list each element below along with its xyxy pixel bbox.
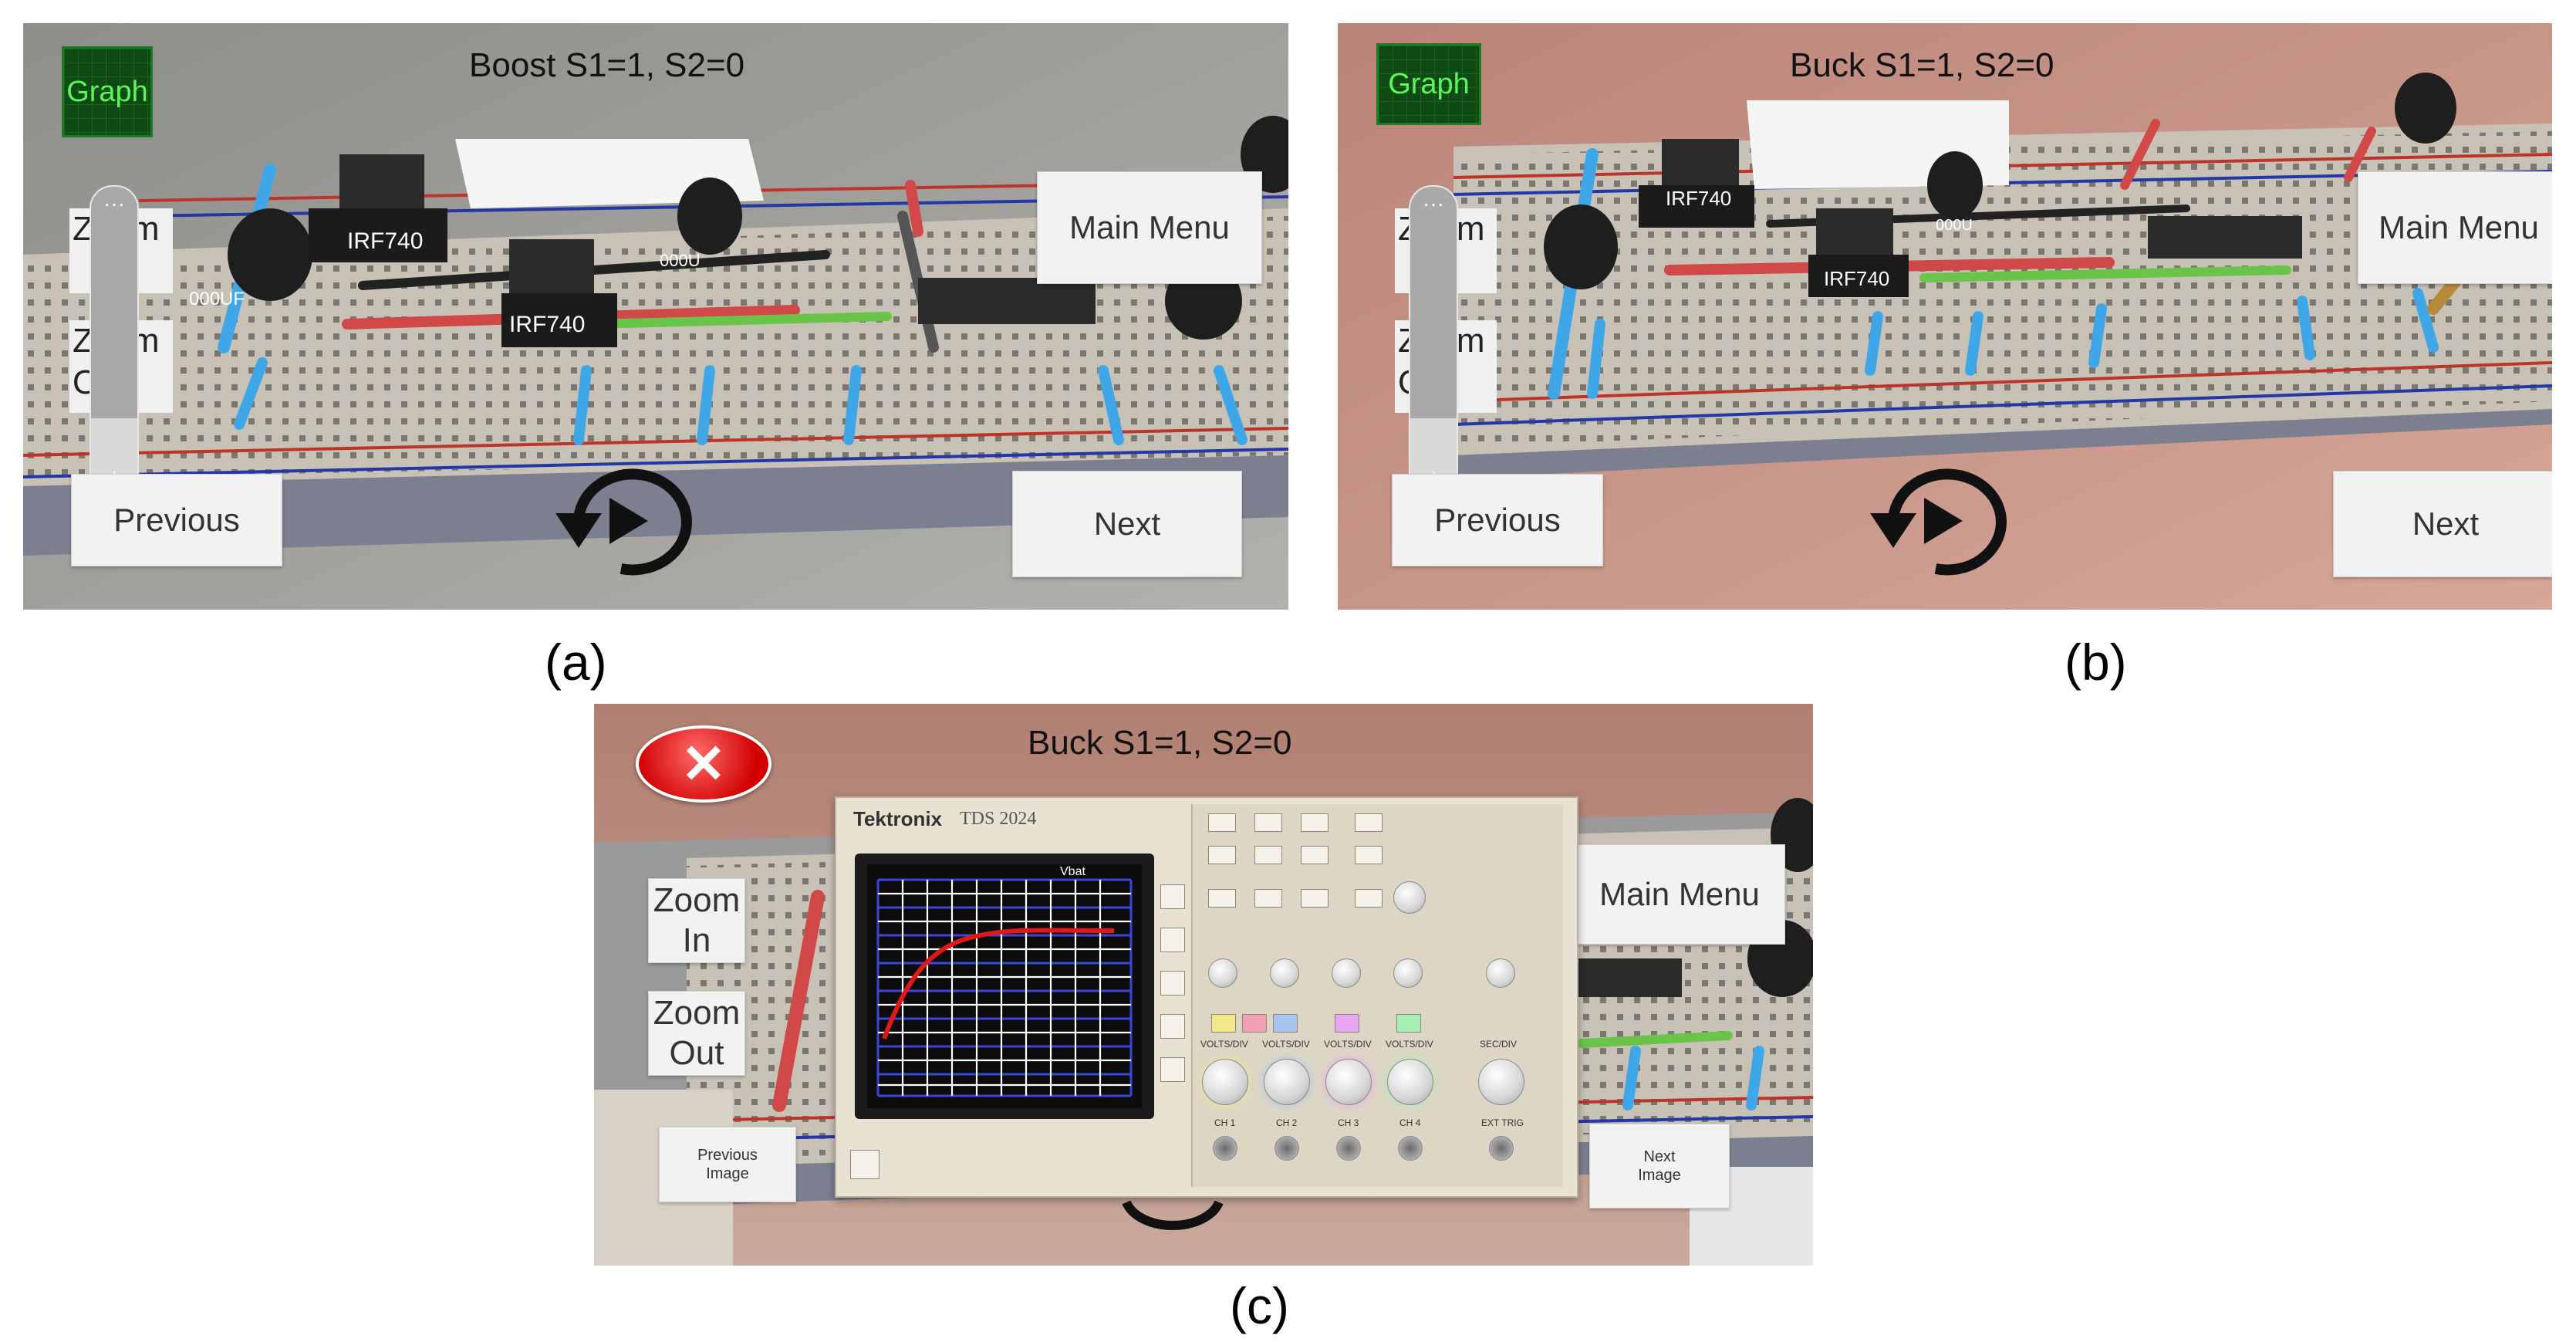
screen-side-button[interactable] (1160, 971, 1185, 996)
scope-screen: Vbat (867, 864, 1142, 1108)
slider-handle-icon[interactable]: ··· (103, 191, 125, 215)
menu-button[interactable] (1254, 889, 1282, 908)
channel-label: CH 2 (1276, 1117, 1298, 1128)
channel-label: CH 3 (1338, 1117, 1359, 1128)
menu-button[interactable] (1208, 846, 1236, 864)
component-label: IRF740 (1666, 187, 1731, 210)
channel-label: EXT TRIG (1481, 1117, 1524, 1128)
bnc-connector[interactable] (1398, 1136, 1423, 1161)
oscilloscope: Tektronix TDS 2024 (835, 796, 1578, 1198)
component-label: IRF740 (347, 228, 423, 254)
menu-button[interactable] (1208, 813, 1236, 832)
knob-label: SEC/DIV (1480, 1039, 1518, 1050)
screen-side-button[interactable] (1160, 928, 1185, 952)
zoom-out-button[interactable]: Zoom Out (648, 991, 745, 1076)
screen-side-button[interactable] (1160, 884, 1185, 909)
component-label: IRF740 (509, 312, 585, 337)
menu-button[interactable] (1254, 846, 1282, 864)
component-label: 000UF (189, 289, 245, 309)
trace-label: Vbat (1060, 865, 1085, 878)
volts-div-knob[interactable] (1202, 1059, 1248, 1105)
position-knob[interactable] (1393, 958, 1423, 988)
scope-control-panel: VOLTS/DIV VOLTS/DIV VOLTS/DIV VOLTS/DIV … (1191, 804, 1563, 1187)
ch1-menu-button[interactable] (1211, 1014, 1236, 1033)
caption-c: (c) (1230, 1277, 1289, 1334)
knob-label: VOLTS/DIV (1200, 1039, 1248, 1050)
menu-button[interactable] (1254, 813, 1282, 832)
knob-label: VOLTS/DIV (1262, 1039, 1310, 1050)
main-menu-button[interactable]: Main Menu (1574, 844, 1785, 945)
ch2-menu-button[interactable] (1273, 1014, 1298, 1033)
volts-div-knob[interactable] (1387, 1059, 1433, 1105)
graph-button[interactable]: Graph (62, 46, 153, 137)
component-label: 000U (1936, 217, 1973, 234)
power-button[interactable] (850, 1150, 879, 1179)
level-knob[interactable] (1393, 881, 1426, 914)
ch4-menu-button[interactable] (1396, 1014, 1421, 1033)
bnc-connector[interactable] (1489, 1136, 1514, 1161)
next-image-button[interactable]: Next Image (1589, 1124, 1730, 1208)
mode-title: Buck S1=1, S2=0 (1028, 724, 1292, 762)
menu-button[interactable] (1355, 813, 1383, 832)
position-knob[interactable] (1208, 958, 1237, 988)
caption-a: (a) (545, 634, 607, 691)
position-knob[interactable] (1332, 958, 1361, 988)
previous-button[interactable]: Previous (71, 474, 282, 566)
channel-label: CH 4 (1399, 1117, 1421, 1128)
main-menu-button[interactable]: Main Menu (2358, 171, 2552, 284)
volts-div-knob[interactable] (1325, 1059, 1372, 1105)
bnc-connector[interactable] (1336, 1136, 1361, 1161)
bnc-connector[interactable] (1274, 1136, 1299, 1161)
previous-button[interactable]: Previous (1392, 474, 1603, 566)
screenshot-a: IRF740 IRF740 000UF 000U Graph Boost S1=… (23, 23, 1288, 610)
close-icon[interactable]: ✕ (636, 725, 771, 803)
volume-slider[interactable]: ··· ♪ (1409, 185, 1458, 497)
mode-title: Boost S1=1, S2=0 (469, 46, 745, 84)
position-knob[interactable] (1486, 958, 1515, 988)
mode-title: Buck S1=1, S2=0 (1790, 46, 2054, 84)
sec-div-knob[interactable] (1478, 1059, 1524, 1105)
menu-button[interactable] (1301, 846, 1329, 864)
knob-label: VOLTS/DIV (1386, 1039, 1433, 1050)
ch3-menu-button[interactable] (1335, 1014, 1359, 1033)
breadboard-scene-a: IRF740 IRF740 000UF 000U (23, 23, 1288, 610)
zoom-in-button[interactable]: Zoom In (648, 878, 745, 963)
screenshot-c: ✕ Buck S1=1, S2=0 Zoom In Zoom Out Previ… (594, 704, 1813, 1266)
knob-label: VOLTS/DIV (1324, 1039, 1372, 1050)
screenshot-b: IRF740 IRF740 000U Graph Buck S1=1, S2=0… (1338, 23, 2552, 610)
screen-side-button[interactable] (1160, 1057, 1185, 1082)
replay-icon[interactable] (1855, 463, 2017, 579)
scope-waveform: Vbat (876, 865, 1133, 1097)
screen-side-button[interactable] (1160, 1014, 1185, 1039)
volume-slider[interactable]: ··· ♪ (89, 185, 139, 497)
main-menu-button[interactable]: Main Menu (1037, 171, 1262, 284)
replay-icon[interactable] (540, 463, 702, 579)
component-label: 000U (660, 251, 701, 270)
slider-handle-icon[interactable]: ··· (1423, 191, 1444, 215)
channel-label: CH 1 (1214, 1117, 1236, 1128)
scope-brand: Tektronix (853, 807, 943, 830)
next-button[interactable]: Next (2333, 471, 2552, 577)
component-label: IRF740 (1824, 267, 1889, 290)
menu-button[interactable] (1355, 846, 1383, 864)
replay-icon[interactable] (1119, 1195, 1234, 1241)
scope-model: TDS 2024 (960, 809, 1037, 829)
math-menu-button[interactable] (1242, 1014, 1267, 1033)
menu-button[interactable] (1301, 813, 1329, 832)
next-button[interactable]: Next (1012, 471, 1242, 577)
menu-button[interactable] (1301, 889, 1329, 908)
menu-button[interactable] (1208, 889, 1236, 908)
breadboard-scene-b: IRF740 IRF740 000U (1338, 23, 2552, 610)
volts-div-knob[interactable] (1264, 1059, 1310, 1105)
bnc-connector[interactable] (1213, 1136, 1237, 1161)
previous-image-button[interactable]: Previous Image (659, 1127, 796, 1202)
caption-b: (b) (2065, 634, 2127, 691)
graph-button[interactable]: Graph (1376, 43, 1481, 125)
menu-button[interactable] (1355, 889, 1383, 908)
position-knob[interactable] (1270, 958, 1299, 988)
